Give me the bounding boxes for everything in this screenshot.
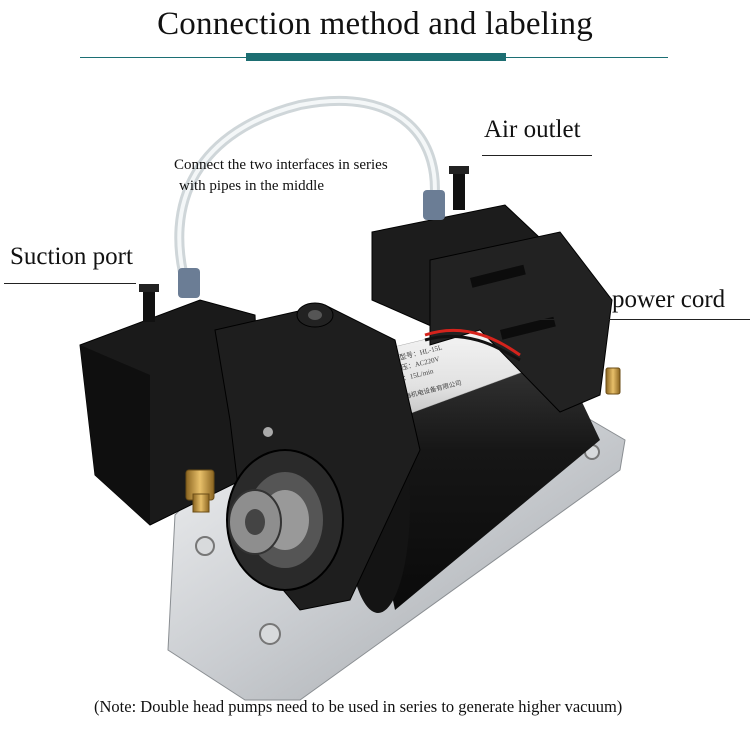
pump-head-left-side: [80, 345, 150, 525]
connect-instruction-line2: with pipes in the middle: [179, 178, 324, 194]
suction-port-label: Suction port: [10, 243, 133, 270]
plate-screw: [195, 536, 215, 556]
page-title: Connection method and labeling: [157, 6, 593, 42]
brass-fitting-side: [605, 367, 621, 395]
suction-port-underline: [4, 283, 136, 284]
brass-fitting-front: [185, 469, 215, 513]
connect-instruction-line1: Connect the two interfaces in series: [174, 157, 388, 173]
air-outlet-label: Air outlet: [484, 116, 581, 143]
power-cord-label: power cord: [612, 286, 726, 313]
air-outlet-nipple: [449, 166, 469, 210]
tube-end-left: [178, 268, 200, 298]
power-cord-leader-line: [488, 319, 750, 320]
tube-end-right: [423, 190, 445, 220]
power-cord-black: [424, 334, 521, 362]
usage-note: (Note: Double head pumps need to be used…: [94, 697, 623, 716]
power-cord-red: [424, 328, 521, 357]
title-accent-bar: [246, 53, 506, 61]
air-outlet-underline: [482, 155, 592, 156]
plate-screw: [259, 623, 281, 645]
suction-port-nipple: [139, 284, 159, 322]
